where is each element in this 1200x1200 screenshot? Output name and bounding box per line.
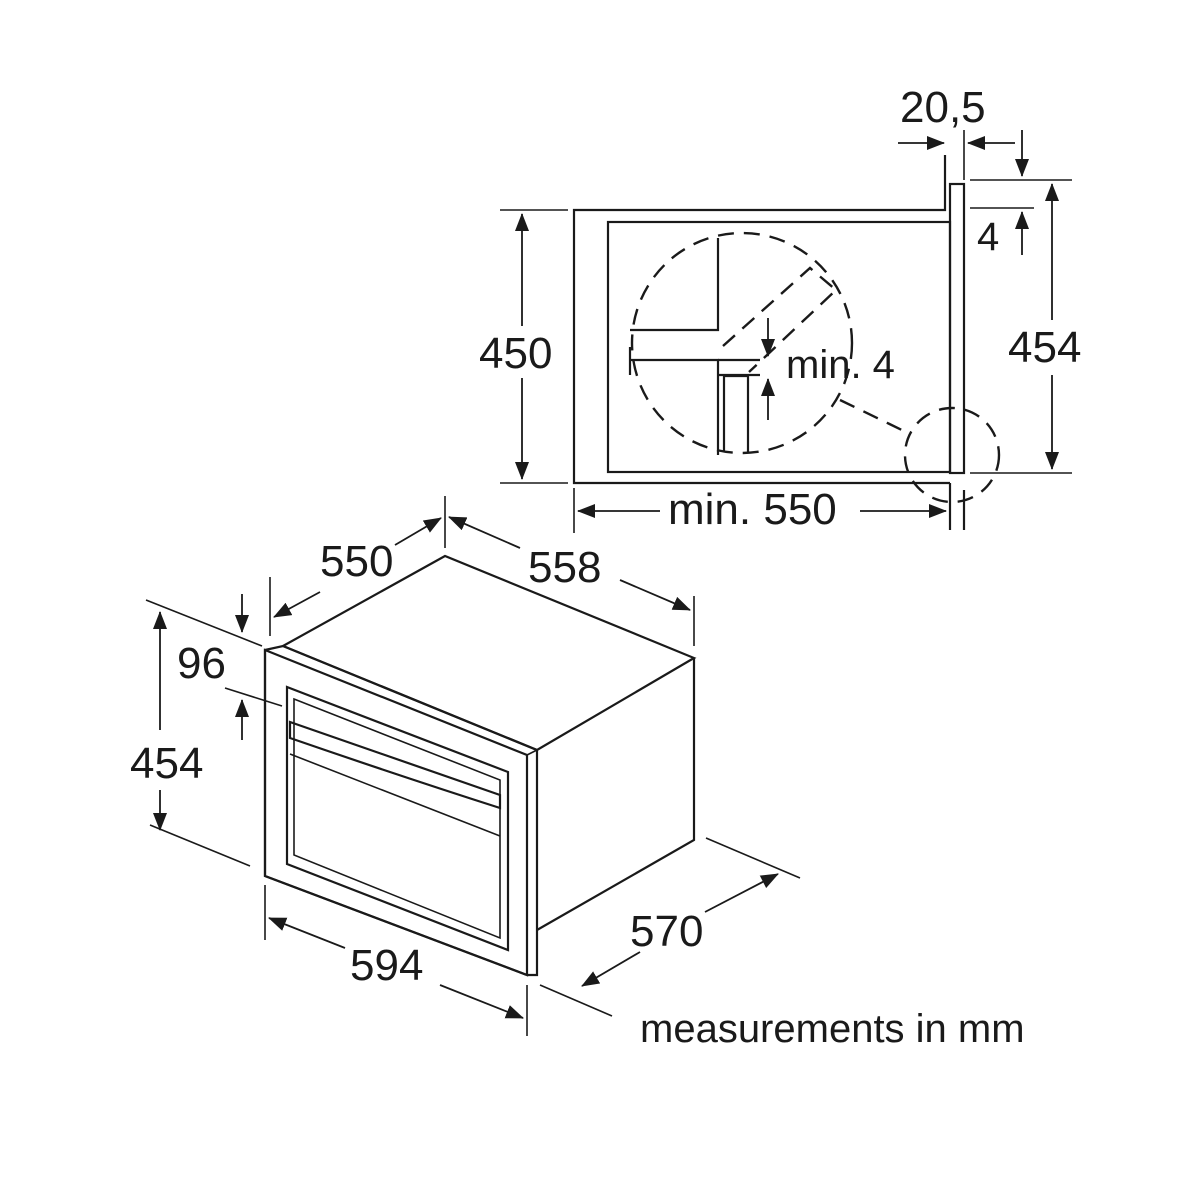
- appliance-height-label: 454: [1008, 323, 1081, 372]
- dim-570-arrow-down: [581, 951, 641, 987]
- niche-height-label: 450: [479, 329, 552, 378]
- detail-rotated-part: [722, 266, 838, 373]
- depth-side-label: 550: [320, 537, 393, 586]
- appliance-front-panel: [263, 648, 529, 977]
- ext-line-96-bottom: [224, 687, 283, 707]
- ext-line-570-top: [705, 837, 801, 879]
- dim-558-arrow-left: [448, 516, 521, 549]
- dim-570-arrow-up: [704, 873, 779, 913]
- door-outer: [285, 685, 510, 952]
- frame-corner: [526, 749, 538, 756]
- ext-line-570-bottom: [539, 984, 613, 1017]
- niche-depth-label: min. 550: [668, 485, 837, 534]
- door-inner: [293, 697, 501, 940]
- width-top-label: 558: [528, 543, 601, 592]
- gap-min-label: min. 4: [786, 343, 895, 387]
- dim-558-arrow-right: [619, 579, 691, 611]
- dim-594-arrow-left: [268, 917, 346, 949]
- front-width-label: 594: [350, 941, 423, 990]
- detail-circle: [630, 231, 854, 455]
- front-panel: [948, 182, 966, 475]
- dim-594-arrow-right: [439, 984, 524, 1019]
- ext-line-96-top: [145, 599, 263, 647]
- detail-corner-bottom: [630, 358, 720, 455]
- ext-line-454-iso-bottom: [149, 824, 251, 867]
- appliance-side-face: [536, 658, 696, 931]
- appliance-isometric: 550 558 96 454 594 570: [130, 496, 801, 1036]
- detail-channel: [722, 374, 750, 452]
- control-panel-label: 96: [177, 639, 226, 688]
- install-section: min. 4 450 454 4 20,5 min. 550: [479, 83, 1081, 534]
- detail-circle-small: [903, 406, 1001, 504]
- detail-corner-top: [630, 238, 720, 332]
- niche-outline: [572, 155, 950, 485]
- detail-leader: [839, 398, 907, 434]
- offset-top-label: 4: [977, 215, 999, 259]
- measurement-note: measurements in mm: [640, 1007, 1025, 1051]
- door-handle: [288, 720, 502, 810]
- appliance-body: [606, 220, 952, 474]
- dim-550-iso-arrow-right: [394, 517, 442, 546]
- door-handle-underline: [289, 753, 501, 837]
- dim-550-iso-arrow-left: [273, 591, 321, 618]
- front-height-label: 454: [130, 739, 203, 788]
- gap-top-label: 20,5: [900, 83, 986, 132]
- total-depth-label: 570: [630, 907, 703, 956]
